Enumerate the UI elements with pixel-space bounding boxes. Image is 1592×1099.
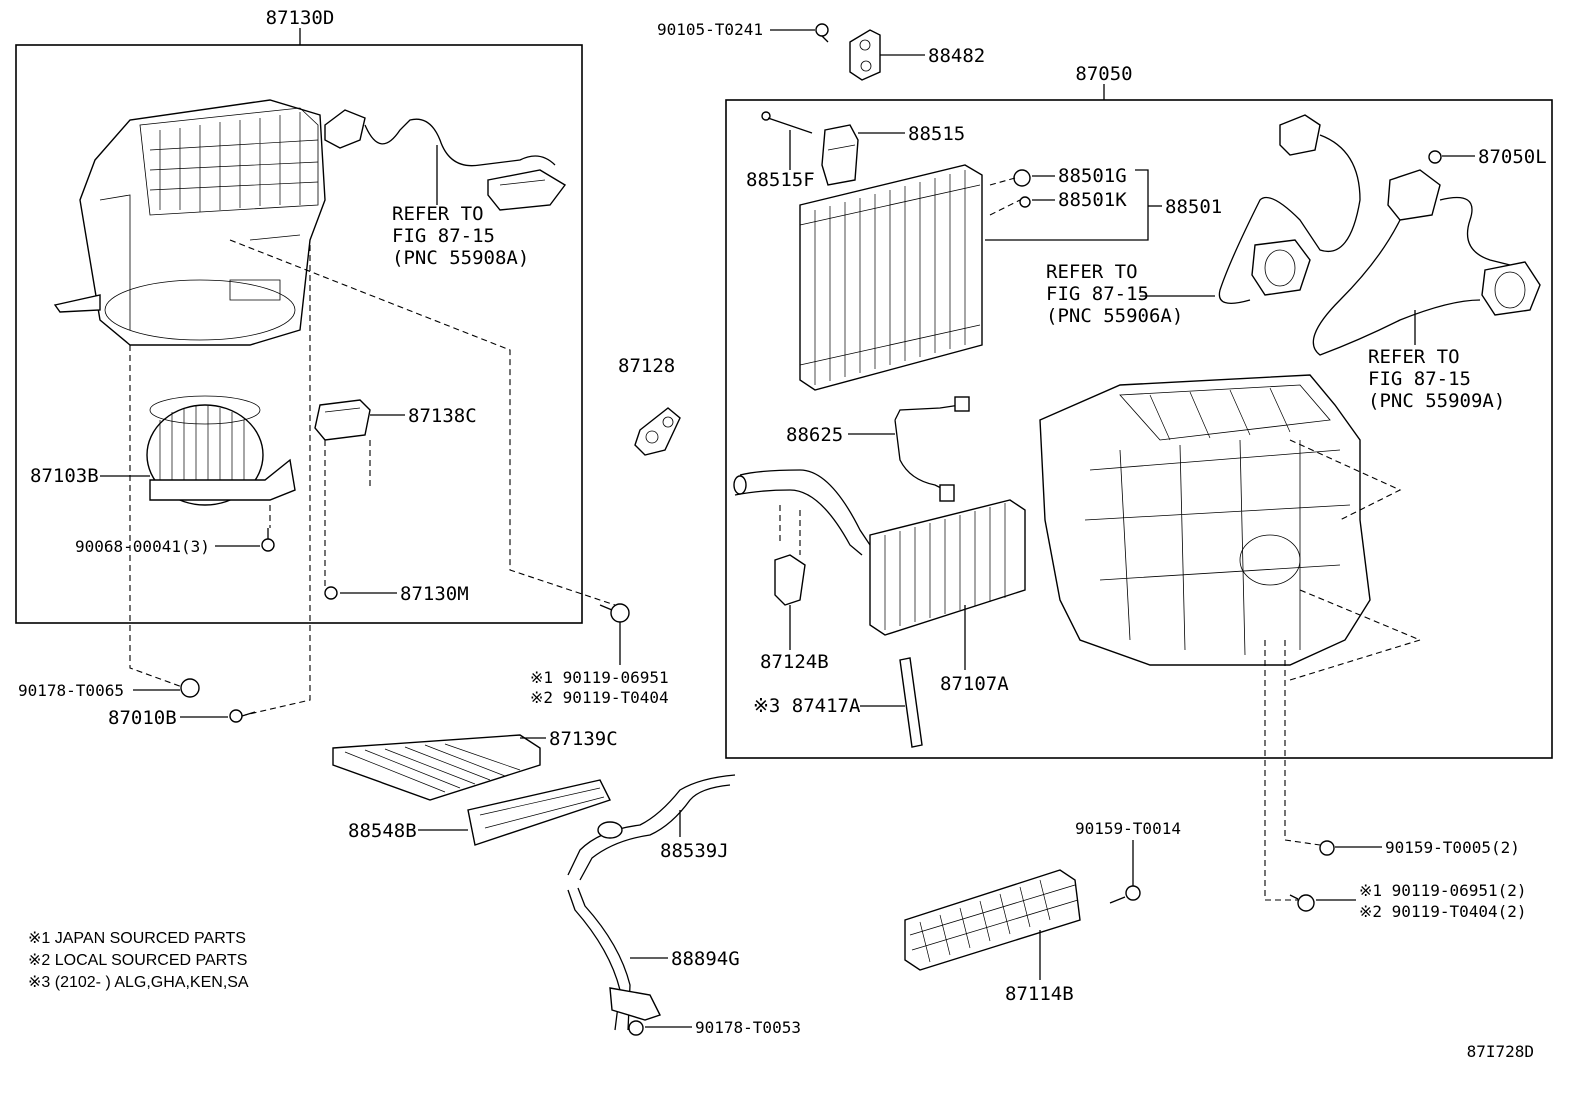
refer-55909a-line2[interactable]: FIG 87-15 (1368, 368, 1471, 390)
bolt-88515f-part (761, 111, 813, 134)
label-87050[interactable]: 87050 (1075, 63, 1132, 85)
label-88539j[interactable]: 88539J (660, 840, 729, 862)
label-90178-t0065[interactable]: 90178-T0065 (18, 681, 124, 700)
label-87124b[interactable]: 87124B (760, 651, 829, 673)
servo-motor-part-55908a (324, 109, 567, 211)
label-87128[interactable]: 87128 (618, 355, 675, 377)
label-88515f[interactable]: 88515F (746, 169, 815, 191)
heater-core-part (869, 499, 1026, 636)
group-box-87050 (725, 99, 1553, 759)
label-88482[interactable]: 88482 (928, 45, 985, 67)
blower-case-part (53, 99, 326, 346)
servo-harness-part-55906a (1218, 114, 1361, 304)
label-87130m[interactable]: 87130M (400, 583, 469, 605)
blower-motor-part (146, 395, 296, 506)
label-88548b[interactable]: 88548B (348, 820, 417, 842)
clamp-87124b-part (774, 554, 806, 606)
ptc-heater-part (904, 869, 1081, 971)
note-local-sourced: ※2 LOCAL SOURCED PARTS (28, 952, 247, 969)
o-ring-88501g-part (1013, 169, 1031, 187)
label-90119-t0404-2[interactable]: ※2 90119-T0404(2) (1359, 902, 1527, 921)
hvac-case-part (1039, 374, 1371, 666)
seal-87417a-part (899, 657, 923, 748)
label-88501g[interactable]: 88501G (1058, 165, 1127, 187)
refer-55908a-line1[interactable]: REFER TO (392, 203, 484, 225)
servo-harness-part-55909a (1312, 169, 1541, 356)
block-88482-part (849, 29, 881, 81)
label-90159-t0014[interactable]: 90159-T0014 (1075, 819, 1181, 838)
note-region-codes: ※3 (2102- ) ALG,GHA,KEN,SA (28, 974, 249, 991)
label-87417a[interactable]: ※3 87417A (753, 695, 861, 717)
filter-cover-part (467, 779, 611, 846)
bolt-90159-t0014-part (1109, 885, 1141, 904)
evaporator-part (799, 164, 983, 391)
screw-87130m-part (324, 586, 338, 600)
label-87130d[interactable]: 87130D (266, 7, 335, 29)
label-90105-t0241[interactable]: 90105-T0241 (657, 20, 763, 39)
group-box-87130d (15, 44, 583, 624)
label-87107a[interactable]: 87107A (940, 673, 1009, 695)
label-88515[interactable]: 88515 (908, 123, 965, 145)
bolt-90119-right-part (1289, 894, 1315, 912)
nut-90178-t0053-part (628, 1020, 644, 1036)
bolt-90105-part (815, 23, 829, 37)
drain-hose-88539j-part (567, 774, 736, 881)
label-87139c[interactable]: 87139C (549, 728, 618, 750)
grommet-87128-part (634, 407, 681, 456)
label-87114b[interactable]: 87114B (1005, 983, 1074, 1005)
drain-hose-88894g-part (567, 887, 661, 1031)
label-90159-t0005[interactable]: 90159-T0005(2) (1385, 838, 1520, 857)
screw-87050l-part (1428, 150, 1442, 164)
screw-90068-part (261, 528, 275, 552)
label-88501[interactable]: 88501 (1165, 196, 1222, 218)
label-87010b[interactable]: 87010B (108, 707, 177, 729)
label-90119-t0404[interactable]: ※2 90119-T0404 (530, 688, 669, 707)
bolt-90119-mid-part (599, 603, 630, 623)
expansion-valve-part (821, 124, 859, 186)
refer-55909a-line1[interactable]: REFER TO (1368, 346, 1460, 368)
refer-55908a-line3[interactable]: (PNC 55908A) (392, 247, 529, 269)
nut-90178-t0065-part (180, 678, 200, 698)
label-87103b[interactable]: 87103B (30, 465, 99, 487)
bolt-87010b-part (229, 709, 256, 723)
bolt-90159-t0005-part (1319, 840, 1335, 856)
cabin-filter-part (332, 734, 541, 801)
refer-55906a-line2[interactable]: FIG 87-15 (1046, 283, 1149, 305)
label-87050l[interactable]: 87050L (1478, 146, 1547, 168)
refer-55906a-line1[interactable]: REFER TO (1046, 261, 1138, 283)
label-88625[interactable]: 88625 (786, 424, 843, 446)
resistor-part (314, 399, 371, 441)
note-japan-sourced: ※1 JAPAN SOURCED PARTS (28, 930, 246, 947)
label-90119-06951-2[interactable]: ※1 90119-06951(2) (1359, 881, 1527, 900)
label-87138c[interactable]: 87138C (408, 405, 477, 427)
label-90178-t0053[interactable]: 90178-T0053 (695, 1018, 801, 1037)
refer-55909a-line3[interactable]: (PNC 55909A) (1368, 390, 1505, 412)
label-88501k[interactable]: 88501K (1058, 189, 1127, 211)
label-90119-06951[interactable]: ※1 90119-06951 (530, 668, 669, 687)
o-ring-88501k-part (1019, 196, 1031, 208)
thermistor-88625-part (894, 396, 970, 502)
label-90068-00041[interactable]: 90068-00041(3) (75, 537, 210, 556)
label-88894g[interactable]: 88894G (671, 948, 740, 970)
heater-pipes-part (733, 469, 871, 556)
refer-55908a-line2[interactable]: FIG 87-15 (392, 225, 495, 247)
diagram-code: 87I728D (1467, 1042, 1534, 1061)
refer-55906a-line3[interactable]: (PNC 55906A) (1046, 305, 1183, 327)
